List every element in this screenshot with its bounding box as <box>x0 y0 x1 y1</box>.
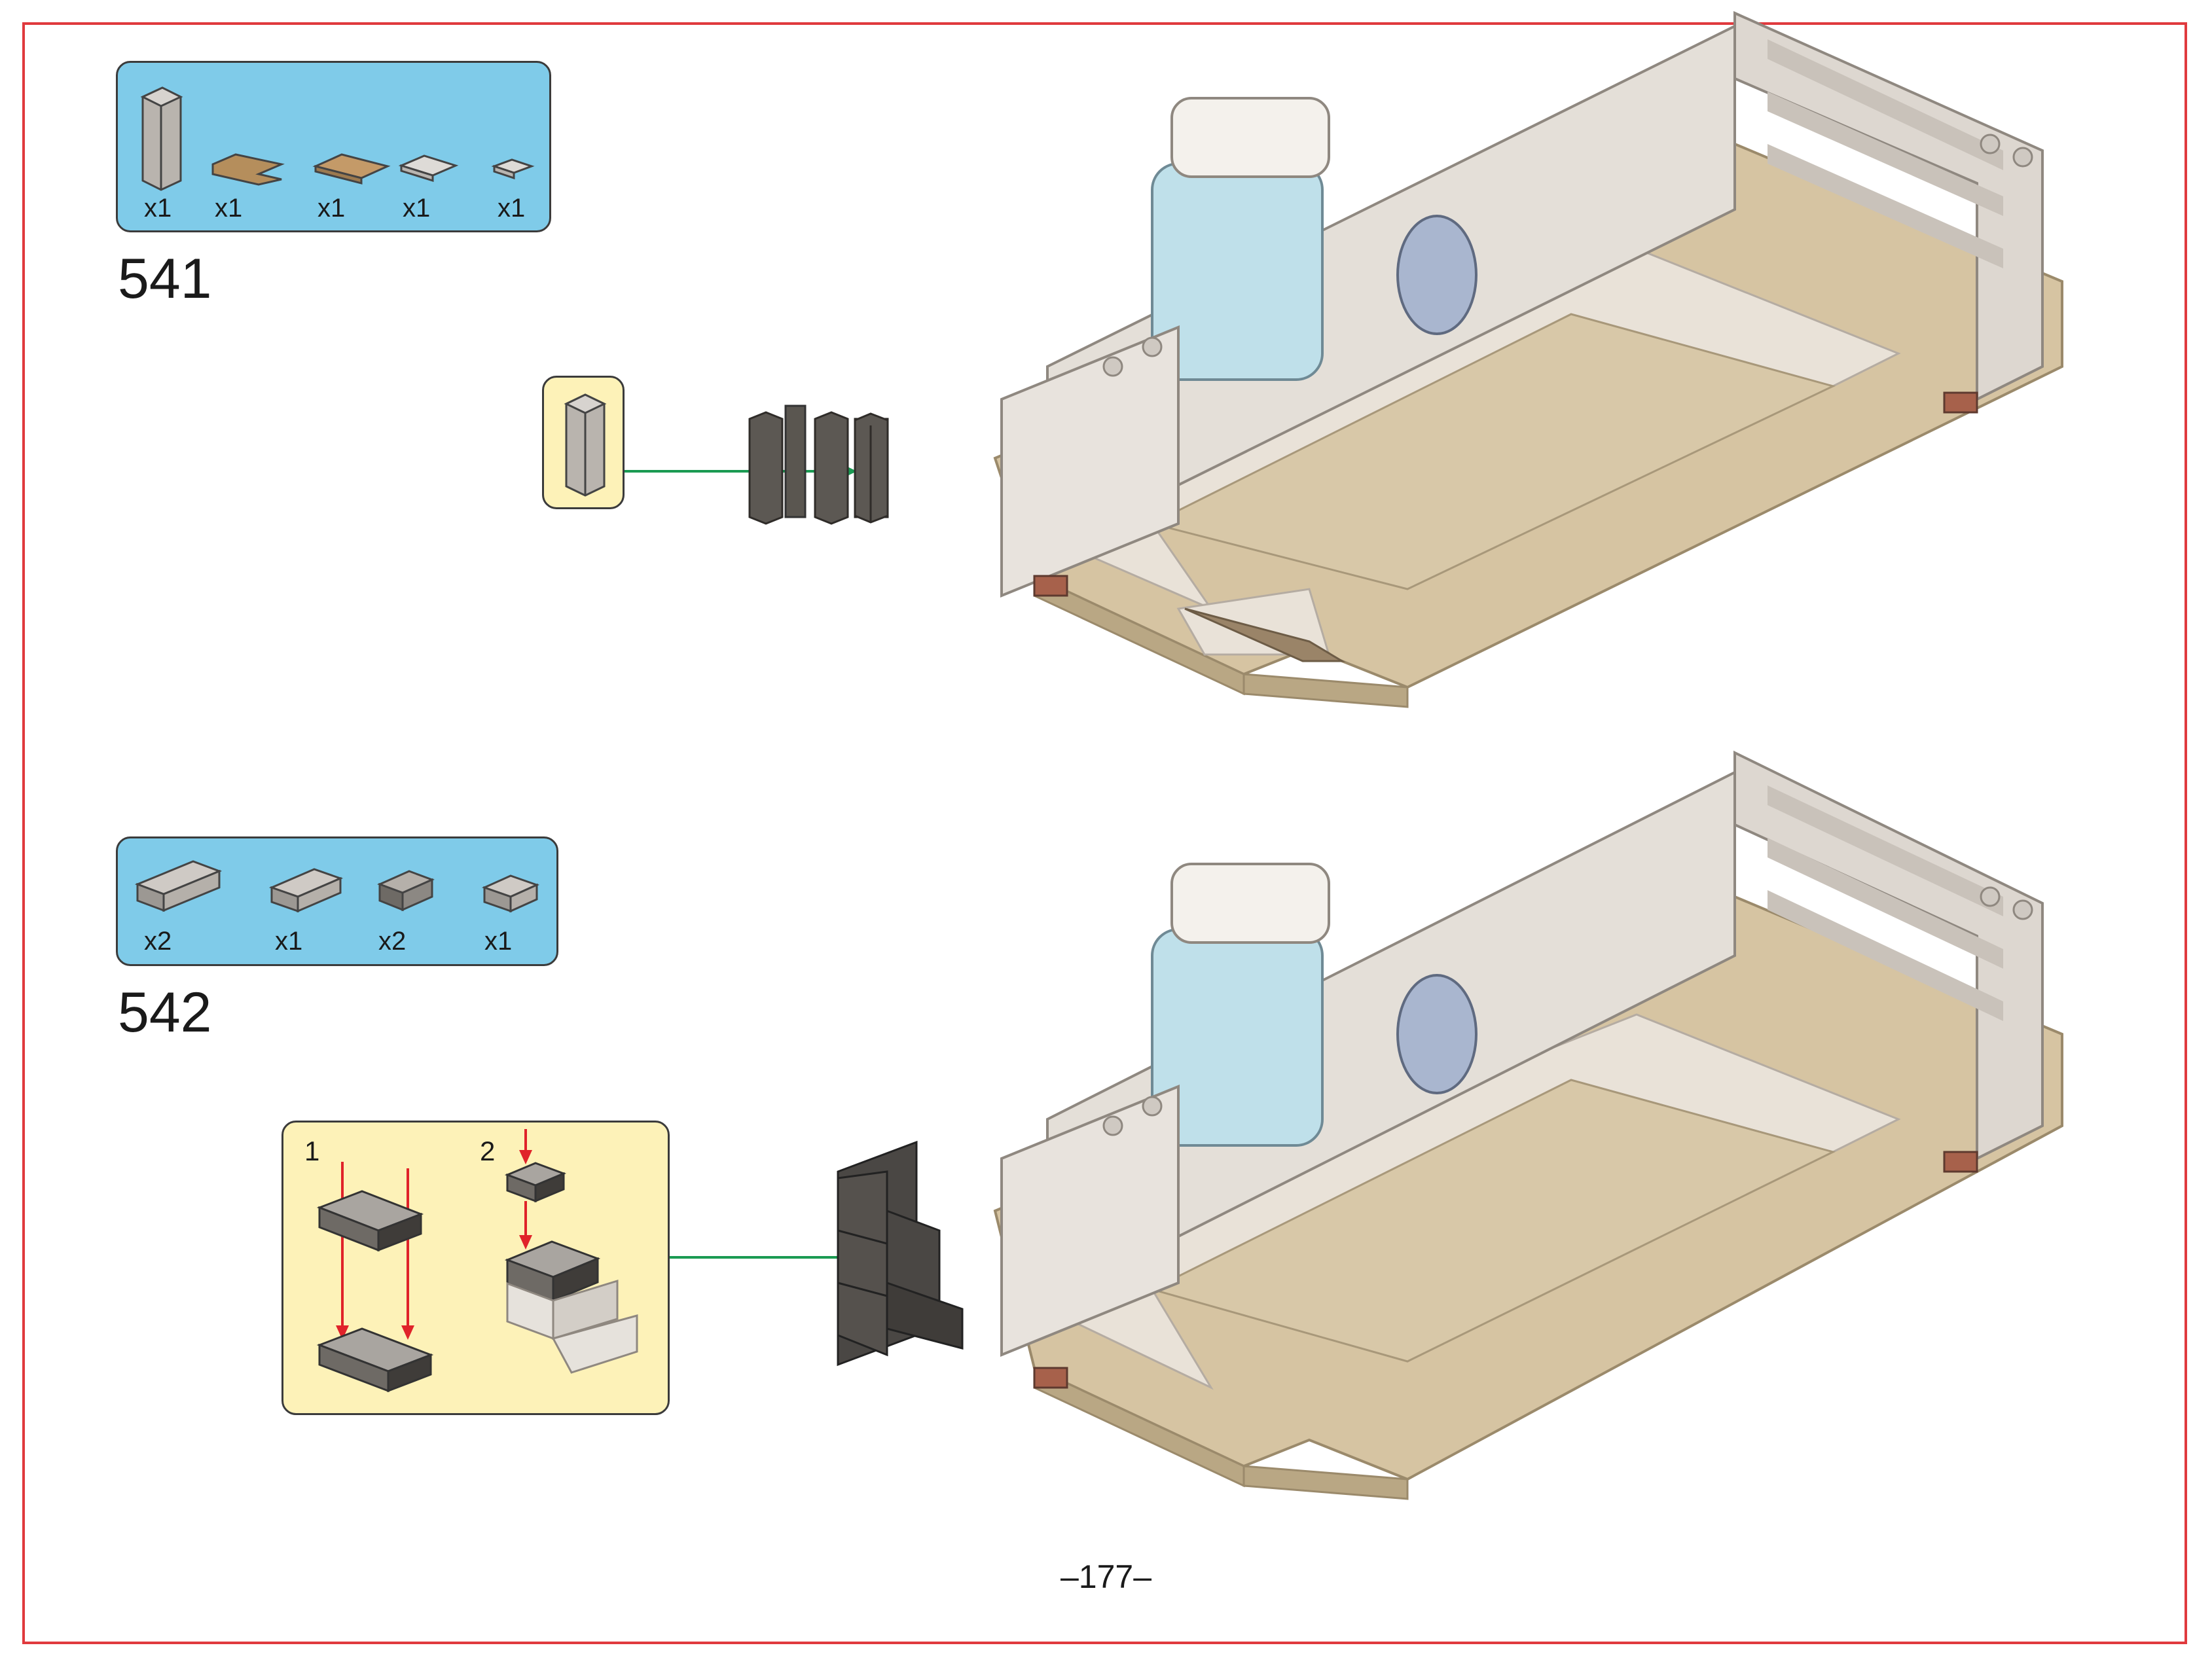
model-assembly-542 <box>837 750 2063 1500</box>
tall-brick-1x1x5-icon <box>140 86 183 191</box>
callout-542: 1 2 <box>281 1121 670 1415</box>
part-qty: x1 <box>498 194 526 223</box>
substep-number: 1 <box>304 1136 320 1166</box>
brick-1x4-icon <box>134 860 223 912</box>
brick-1x2-icon <box>481 874 540 913</box>
substep-1-diagram <box>316 1162 434 1393</box>
part-qty: x1 <box>275 927 303 956</box>
tile-1x1-icon <box>491 158 535 180</box>
substep-2-diagram <box>504 1129 638 1374</box>
tile-1x2-icon <box>398 154 459 183</box>
part-qty: x1 <box>317 194 346 223</box>
brick-1x3-icon <box>268 868 344 913</box>
callout-541 <box>542 376 625 509</box>
part-qty: x1 <box>144 194 172 223</box>
page-border <box>22 22 2187 1644</box>
tile-1x4-icon <box>312 153 391 185</box>
substep-number: 2 <box>480 1136 496 1166</box>
step-number: 541 <box>118 247 212 310</box>
tall-brick-1x1x5-icon <box>564 393 607 497</box>
page-number: –177– <box>1060 1558 1152 1595</box>
part-qty: x1 <box>484 927 513 956</box>
brick-1x2-masonry-icon <box>377 870 435 912</box>
parts-list-541: x1 x1 x1 x1 x1 <box>116 61 551 232</box>
parts-list-542: x2 x1 x2 x1 <box>116 836 558 966</box>
corner-tile-icon <box>211 153 285 186</box>
part-qty: x1 <box>403 194 431 223</box>
step-number: 542 <box>118 981 212 1044</box>
new-tall-brick <box>854 412 889 524</box>
part-qty: x1 <box>215 194 243 223</box>
model-assembly-541 <box>748 10 2063 708</box>
part-qty: x2 <box>378 927 407 956</box>
new-masonry-bricks <box>837 1170 964 1357</box>
part-qty: x2 <box>144 927 172 956</box>
